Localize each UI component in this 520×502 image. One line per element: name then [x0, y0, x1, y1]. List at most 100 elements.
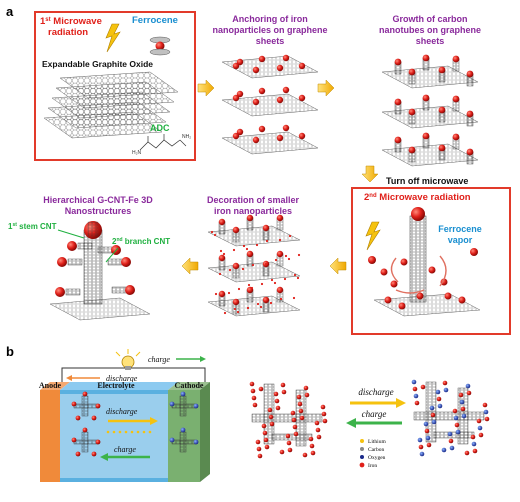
- branch-carbon-nanotube: [77, 242, 93, 250]
- step2-title-line3: sheets: [256, 36, 285, 46]
- iron-nanoparticle: [476, 418, 482, 424]
- legend-oxygen-swatch: [360, 455, 364, 459]
- electrolyte-top: [60, 382, 178, 390]
- small-iron-nanoparticle: [273, 281, 277, 285]
- anode-structure: [81, 395, 89, 417]
- iron-nanoparticle: [281, 389, 287, 395]
- iron-nanoparticle: [218, 290, 226, 298]
- process-charge-arrowhead: [346, 418, 356, 428]
- step5-title-line1: Decoration of smaller: [207, 195, 300, 205]
- iron-nanoparticle: [320, 404, 326, 410]
- process-discharge-label: discharge: [358, 387, 393, 397]
- iron-nanoparticle: [252, 66, 260, 74]
- oxygen-particle: [453, 415, 459, 421]
- iron-nanoparticle: [452, 408, 458, 414]
- iron-nanoparticle: [286, 440, 292, 446]
- iron-nanoparticle: [246, 214, 254, 222]
- carbon-nanotube: [271, 433, 313, 441]
- iron-nanoparticle: [466, 110, 474, 118]
- iron-nanoparticle: [428, 266, 436, 274]
- lightning-icon: [105, 23, 121, 53]
- circuit-wire: [61, 367, 206, 382]
- iron-nanoparticle: [454, 422, 460, 428]
- top-charge-label: charge: [148, 355, 170, 364]
- small-iron-nanoparticle: [223, 311, 227, 315]
- iron-nanoparticle: [422, 94, 430, 102]
- lithium-ion: [130, 430, 134, 434]
- vapor-flow-arrows: [390, 255, 447, 294]
- small-iron-nanoparticle: [210, 230, 214, 234]
- iron-nanoparticle: [251, 395, 257, 401]
- legend-lithium-swatch: [360, 439, 364, 443]
- oxygen-particle: [411, 379, 417, 385]
- iron-nanoparticle: [458, 296, 466, 304]
- small-iron-nanoparticle: [228, 268, 232, 272]
- electrode-structures: [71, 391, 199, 457]
- graphene-sheet: [413, 411, 485, 421]
- step6-title-line2: Nanostructures: [65, 206, 132, 216]
- branch-cnt-pointer: [105, 247, 119, 263]
- iron-nanoparticle: [408, 146, 416, 154]
- iron-nanoparticle: [274, 398, 280, 404]
- step1-title-line2: radiation: [48, 27, 88, 38]
- iron-nanoparticle: [452, 55, 460, 63]
- iron-nanoparticle: [95, 439, 101, 445]
- oxygen-particle: [437, 403, 443, 409]
- oxygen-particle: [169, 437, 175, 443]
- iron-nanoparticle: [57, 257, 67, 267]
- iron-nanoparticle: [466, 390, 472, 396]
- iron-nanoparticle: [75, 451, 81, 457]
- iron-nanoparticle: [282, 124, 290, 132]
- iron-nanoparticle: [412, 386, 418, 392]
- iron-nanoparticle: [298, 62, 306, 70]
- discharge-charge-process: discharge charge Lithium Carbon Oxygen I…: [249, 379, 490, 469]
- iron-nanoparticle: [95, 403, 101, 409]
- iron-nanoparticle: [280, 382, 286, 388]
- small-iron-nanoparticle: [242, 244, 246, 248]
- iron-nanoparticle: [310, 450, 316, 456]
- oxygen-particle: [193, 403, 199, 409]
- legend-iron: Iron: [368, 463, 377, 469]
- iron-nanoparticle: [257, 453, 263, 459]
- iron-nanoparticle: [67, 241, 77, 251]
- vapor-label-line2: vapor: [448, 235, 473, 245]
- iron-nanoparticle: [252, 402, 258, 408]
- iron-nanoparticle: [422, 54, 430, 62]
- step3-title-line1: Growth of carbon: [393, 14, 468, 24]
- iron-nanoparticle: [458, 392, 464, 398]
- iron-nanoparticle: [285, 433, 291, 439]
- iron-nanoparticle: [466, 70, 474, 78]
- oxygen-particle: [431, 419, 437, 425]
- iron-nanoparticle: [236, 128, 244, 136]
- discharged-structure: [249, 381, 328, 459]
- small-iron-nanoparticle: [279, 297, 283, 301]
- iron-nanoparticle: [276, 96, 284, 104]
- iron-nanoparticle: [408, 68, 416, 76]
- iron-nanoparticle: [250, 388, 256, 394]
- small-iron-nanoparticle: [214, 292, 218, 296]
- lithium-ion: [136, 430, 140, 434]
- iron-nanoparticle: [276, 214, 284, 222]
- top-discharge-label: discharge: [106, 374, 138, 383]
- oxygen-particle: [425, 435, 431, 441]
- small-iron-nanoparticle: [227, 291, 231, 295]
- iron-nanoparticle: [232, 298, 240, 306]
- ferrocene-label: Ferrocene: [132, 15, 178, 26]
- arrow-step5-to-6: [181, 257, 199, 275]
- iron-nanoparticle: [279, 449, 285, 455]
- iron-nanoparticle: [276, 64, 284, 72]
- iron-nanoparticle: [75, 415, 81, 421]
- small-iron-nanoparticle: [232, 248, 236, 252]
- iron-nanoparticle: [267, 407, 273, 413]
- anode-structure: [81, 431, 89, 453]
- iron-nanoparticle: [82, 391, 88, 397]
- small-iron-nanoparticle: [255, 243, 259, 247]
- iron-nanoparticle: [258, 125, 266, 133]
- electrolyte-label: Electrolyte: [97, 381, 135, 390]
- branch-carbon-nanotube: [107, 258, 123, 266]
- oxygen-particle: [435, 389, 441, 395]
- oxygen-particle: [449, 445, 455, 451]
- iron-nanoparticle: [314, 420, 320, 426]
- small-iron-nanoparticle: [218, 272, 222, 276]
- inner-charge-label: charge: [114, 445, 136, 454]
